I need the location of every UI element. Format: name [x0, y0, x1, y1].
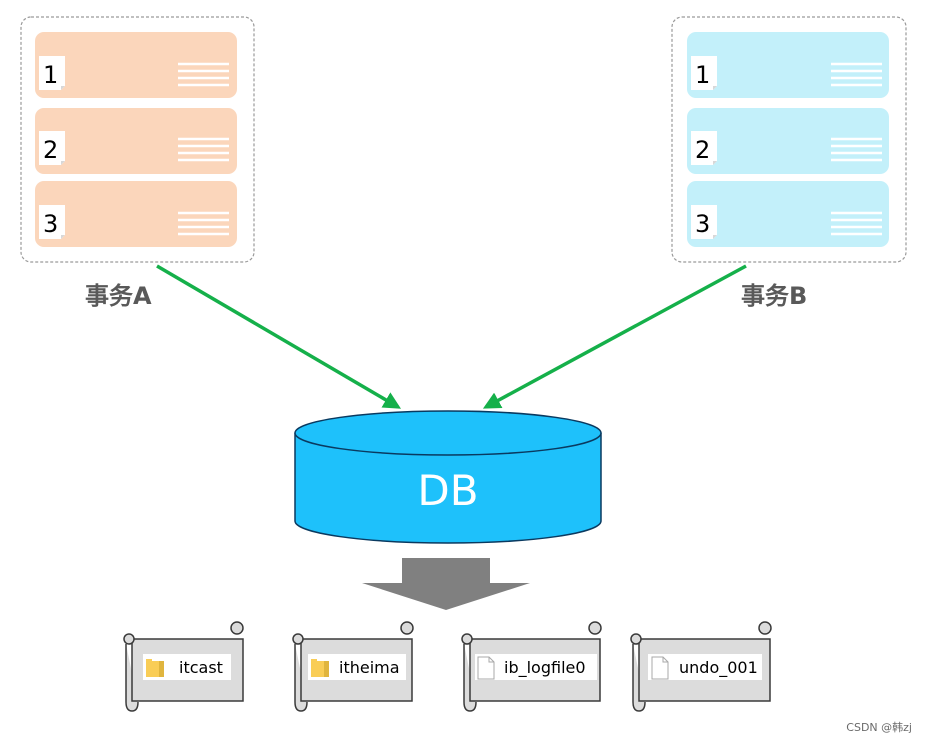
transaction-b-box [671, 16, 907, 263]
row-number: 1 [43, 61, 58, 89]
lines-icon [178, 211, 229, 236]
row-number: 3 [43, 210, 58, 238]
transaction-a-box [20, 16, 255, 263]
file-name: itcast [179, 658, 223, 677]
transaction-b-row: 2 [687, 108, 889, 174]
database-label: DB [417, 466, 478, 515]
watermark: CSDN @韩zj [846, 720, 912, 734]
arrow-a-to-db [156, 264, 402, 409]
file-scroll-itheima: itheima [292, 621, 414, 712]
arrow-b-to-db [482, 264, 747, 409]
row-number: 3 [695, 210, 710, 238]
lines-icon [831, 62, 882, 87]
transaction-a-label: 事务A [85, 282, 152, 310]
file-scroll-undo-001: undo_001 [630, 621, 772, 712]
row-number: 1 [695, 61, 710, 89]
lines-icon [831, 211, 882, 236]
page-icon [39, 56, 65, 90]
file-name: ib_logfile0 [504, 658, 586, 678]
transaction-a-row: 3 [35, 181, 237, 247]
folder-icon [146, 659, 164, 677]
lines-icon [178, 137, 229, 162]
transaction-a-group: 1 2 3 [20, 16, 255, 310]
page-icon [691, 56, 717, 90]
file-scroll-itcast: itcast [123, 621, 244, 712]
page-icon [39, 131, 65, 165]
transaction-b-label: 事务B [741, 282, 807, 310]
file-name: itheima [339, 658, 400, 677]
page-icon [39, 205, 65, 239]
transaction-a-row: 1 [35, 32, 237, 98]
transaction-b-group: 1 2 3 [671, 16, 907, 310]
page-icon [691, 205, 717, 239]
file-name: undo_001 [679, 658, 758, 678]
transaction-b-row: 3 [687, 181, 889, 247]
page-icon [691, 131, 717, 165]
database-cylinder: DB [294, 410, 602, 544]
file-icon [477, 656, 495, 680]
lines-icon [831, 137, 882, 162]
lines-icon [178, 62, 229, 87]
transaction-a-row: 2 [35, 108, 237, 174]
down-arrow [362, 558, 530, 610]
row-number: 2 [43, 136, 58, 164]
row-number: 2 [695, 136, 710, 164]
file-icon [651, 656, 669, 680]
transaction-b-row: 1 [687, 32, 889, 98]
file-scroll-ib-logfile0: ib_logfile0 [461, 621, 602, 712]
folder-icon [311, 659, 329, 677]
